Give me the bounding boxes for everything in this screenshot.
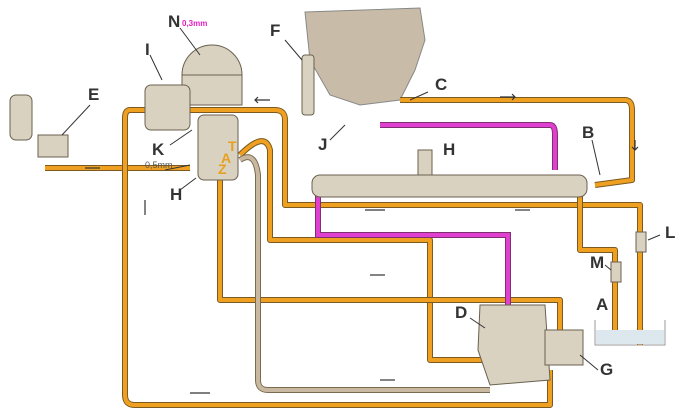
label-H-rail: H [443, 140, 455, 159]
label-I: I [145, 40, 150, 59]
label-E: E [88, 85, 99, 104]
label-H-filter: H [170, 185, 182, 204]
label-F: F [270, 21, 280, 40]
label-C: C [435, 75, 447, 94]
valve-M [610, 261, 622, 283]
filter-body [181, 74, 243, 106]
label-A-tank: A [596, 295, 608, 314]
label-B: B [582, 123, 594, 142]
water-separator [197, 114, 239, 181]
label-A-filter: A [221, 150, 231, 166]
injector [301, 54, 315, 116]
low-pressure-lines [45, 97, 643, 408]
fuel-tank [594, 320, 666, 346]
flow-arrows [85, 93, 639, 394]
label-D: D [455, 303, 467, 322]
label-G: G [600, 360, 613, 379]
common-rail [311, 174, 588, 198]
tank-fuel [596, 330, 664, 344]
sensor [9, 94, 33, 141]
return-line [238, 154, 490, 393]
label-N: N [168, 12, 180, 31]
pressure-sensor [417, 149, 433, 176]
valve-E [37, 134, 69, 158]
nozzle-note: 0,3mm [182, 19, 207, 28]
high-pressure-lines [315, 122, 558, 310]
leader-lines [61, 27, 661, 371]
label-T: T [228, 138, 237, 154]
label-J: J [318, 135, 327, 154]
engine-block [304, 7, 426, 106]
pre-filter [144, 84, 191, 131]
valve-L [635, 231, 647, 253]
orifice-note: 0,5mm [145, 160, 173, 170]
label-K: K [152, 140, 165, 159]
label-Z: Z [218, 161, 227, 177]
label-M: M [590, 253, 604, 272]
gear-pump [544, 329, 584, 366]
label-L: L [665, 223, 675, 242]
high-pressure-pump [477, 304, 551, 386]
